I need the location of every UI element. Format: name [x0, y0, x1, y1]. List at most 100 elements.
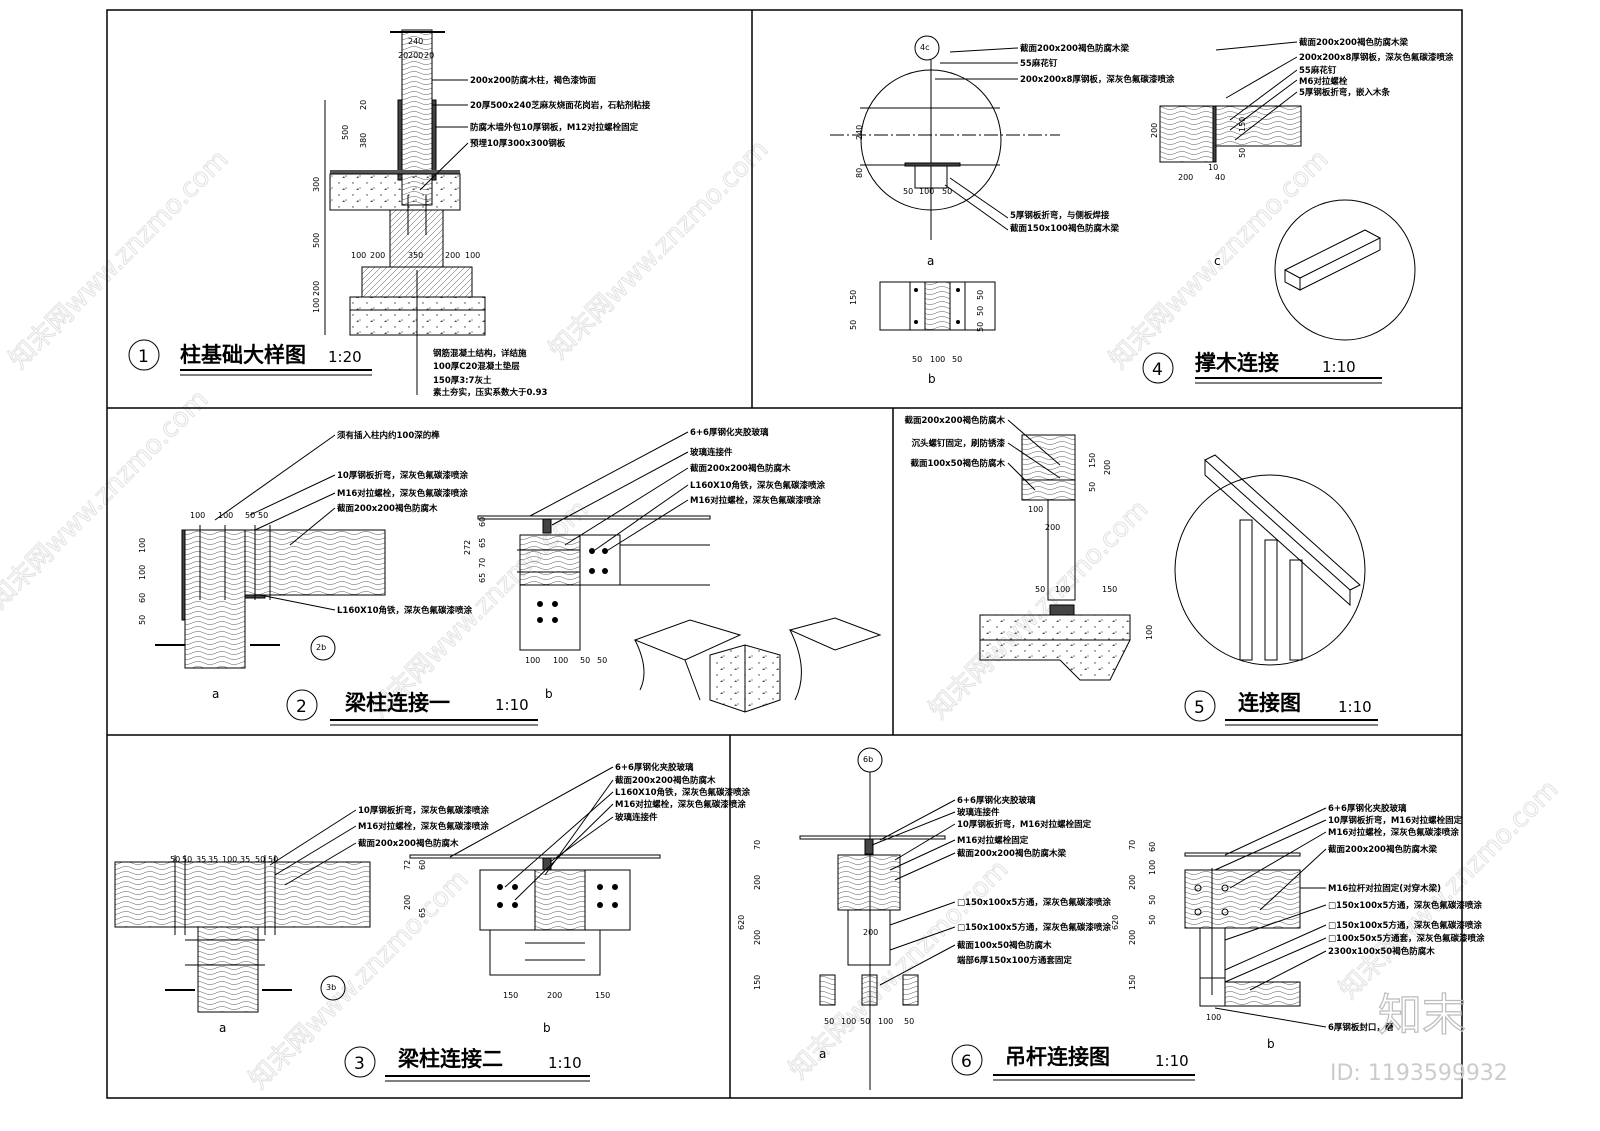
- panels-p6-dims-0: 620: [737, 915, 746, 930]
- panels-p4-dims-18: 40: [1215, 173, 1225, 182]
- panels-p6-dims-14: 100: [878, 1017, 893, 1026]
- panels-p6-labels_a-8: 端部6厚150x100方通套固定: [957, 955, 1072, 966]
- panels-p6-ref: 6b: [863, 755, 873, 764]
- panels-p4-sublabels-0: a: [927, 254, 934, 268]
- panels-p6-dims-1: 70: [1128, 840, 1137, 850]
- panels-p6-dims-3: 200: [1128, 930, 1137, 945]
- panels-p4-dims-14: 150: [1238, 117, 1247, 132]
- panels-p3-dims-1: 50: [182, 855, 192, 864]
- panels-p2-dims-7: 50: [138, 615, 147, 625]
- panels-p1-bottom_labels-3: 素土夯实，压实系数大于0.93: [433, 387, 548, 398]
- panels-p4-ref: 4c: [920, 43, 930, 52]
- sheet-frame: [106, 9, 1463, 1099]
- watermark-id: ID: 1193599932: [1330, 1061, 1508, 1086]
- watermark-diagonal: 知末网www.znzmo.com: [544, 134, 775, 365]
- panels-p4-dims-16: 200: [1178, 173, 1193, 182]
- panels-p2-dims-11: 70: [478, 558, 487, 568]
- panels-p3-dims-4: 100: [222, 855, 237, 864]
- panels-p6-dims-11: 100: [841, 1017, 856, 1026]
- panels-p3-labels_a-0: 10厚钢板折弯，深灰色氟碳漆喷涂: [358, 805, 489, 816]
- panel-3-beam-column-connection-2: 3b 10厚钢板折弯，深灰色氟碳漆喷涂 M16对拉螺栓，深灰色氟碳漆喷涂 截面2…: [114, 762, 751, 1082]
- panels-p3-dims-13: 200: [547, 991, 562, 1000]
- panels-p4-number: 4: [1152, 360, 1163, 380]
- panels-p2-labels_a-2: M16对拉螺栓，深灰色氟碳漆喷涂: [337, 488, 468, 499]
- panels-p2-dims-0: 100: [190, 511, 205, 520]
- panels-p4-dims-1: 80: [855, 168, 864, 178]
- panels-p6-dims-8: 50: [1148, 915, 1157, 925]
- panels-p3-dims-9: 60: [418, 860, 427, 870]
- panels-p4-labels_c-3: M6对拉螺栓: [1299, 76, 1348, 87]
- panels-p3-dims-2: 35: [196, 855, 206, 864]
- panels-p1-dims-9: 100: [351, 251, 366, 260]
- panel-3-title: 梁柱连接二: [397, 1047, 503, 1071]
- panels-p1-number: 1: [138, 347, 149, 367]
- panels-p3-labels_a-2: 截面200x200褐色防腐木: [358, 838, 459, 849]
- panel-6-title: 吊杆连接图: [1005, 1045, 1110, 1069]
- panels-p4-scale: 1:10: [1322, 358, 1356, 376]
- panels-p3-dims-11: 65: [418, 908, 427, 918]
- panels-p6-labels_a-5: □150x100x5方通，深灰色氟碳漆喷涂: [957, 897, 1111, 908]
- panels-p6-labels_b-9: 6厚钢板封口，磨: [1328, 1022, 1394, 1033]
- panels-p4-dims-10: 50: [976, 290, 985, 300]
- panels-p4-dims-7: 50: [912, 355, 922, 364]
- panels-p4-sublabels-1: b: [928, 372, 936, 386]
- panels-p6-dims-1: 70: [753, 840, 762, 850]
- panels-p6-labels_a-1: 玻璃连接件: [957, 807, 1000, 818]
- panels-p4-dims-8: 100: [930, 355, 945, 364]
- panels-p6-labels_b-7: □100x50x5方通套，深灰色氟碳漆喷涂: [1328, 933, 1485, 944]
- panel-4-brace-connection: 4c 240 80 50 100 50 截面200x200褐色防腐木梁 55麻花…: [830, 35, 1454, 386]
- panels-p4-dims-5: 150: [849, 290, 858, 305]
- panels-p3-dims-7: 50: [268, 855, 278, 864]
- panels-p6-dims-0: 620: [1111, 915, 1120, 930]
- panels-p1-dims-5: 380: [359, 133, 368, 148]
- panels-p1-dims-1: 20: [398, 51, 408, 60]
- panels-p2-dims-12: 65: [478, 573, 487, 583]
- panels-p6-labels_b-1: 10厚钢板折弯，M16对拉螺栓固定: [1328, 815, 1463, 826]
- panels-p6-labels_a-2: 10厚钢板折弯，M16对拉螺栓固定: [957, 819, 1092, 830]
- panels-p4-labels_a-2: 200x200x8厚钢板，深灰色氟碳漆喷涂: [1020, 74, 1175, 85]
- watermark-logo: 知末: [1378, 990, 1466, 1041]
- panels-p6-labels_a-4: 截面200x200褐色防腐木梁: [957, 848, 1066, 859]
- panels-p6-dims-3: 200: [753, 930, 762, 945]
- panels-p4-labels_c-0: 截面200x200褐色防腐木梁: [1299, 37, 1408, 48]
- panels-p6-dims-6: 100: [1148, 860, 1157, 875]
- panel-4-title: 撑木连接: [1195, 351, 1279, 375]
- panels-p2-dims-13: 100: [525, 656, 540, 665]
- panels-p6-labels_b-3: 截面200x200褐色防腐木梁: [1328, 844, 1437, 855]
- panels-p4-labels_c-2: 55麻花钉: [1299, 65, 1337, 76]
- panels-p3-dims-3: 35: [208, 855, 218, 864]
- panels-p2-dims-6: 60: [138, 593, 147, 603]
- panels-p3-dims-12: 150: [503, 991, 518, 1000]
- panels-p5-dims-11: 100: [1145, 625, 1154, 640]
- panels-p1-bottom_labels-1: 100厚C20混凝土垫层: [433, 361, 520, 372]
- panels-p4-labels_a2-0: 5厚钢板折弯，与侧板焊接: [1010, 210, 1110, 221]
- panels-p1-dims-11: 350: [408, 251, 423, 260]
- panels-p3-dims-10: 200: [403, 895, 412, 910]
- panels-p1-dims-7: 300: [312, 177, 321, 192]
- panels-p3-labels_b-2: L160X10角铁，深灰色氟碳漆喷涂: [615, 787, 751, 798]
- panels-p3-labels_b-1: 截面200x200褐色防腐木: [615, 775, 716, 786]
- panels-p6-dims-9: 200: [863, 928, 878, 937]
- panels-p4-dims-3: 100: [919, 187, 934, 196]
- panels-p1-dims-0: 240: [408, 37, 423, 46]
- panels-p2-number: 2: [296, 697, 307, 717]
- panels-p2-labels_b-4: M16对拉螺栓，深灰色氟碳漆喷涂: [690, 495, 821, 506]
- panels-p2-labels_b-3: L160X10角铁，深灰色氟碳漆喷涂: [690, 480, 826, 491]
- panels-p4-labels_c-1: 200x200x8厚钢板，深灰色氟碳漆喷涂: [1299, 52, 1454, 63]
- panels-p2-dims-2: 50: [245, 511, 255, 520]
- panels-p6-labels_b-8: 2300x100x50褐色防腐木: [1328, 946, 1435, 957]
- panels-p6-dims-2: 200: [1128, 875, 1137, 890]
- panels-p4-dims-17: 10: [1208, 163, 1218, 172]
- panels-p6-dims-5: 60: [1148, 842, 1157, 852]
- panels-p2-labels_b-0: 6+6厚钢化夹胶玻璃: [690, 427, 769, 438]
- panels-p3-dims-6: 50: [255, 855, 265, 864]
- panels-p2-dims-9: 60: [478, 517, 487, 527]
- panels-p5-dims-1: 200: [1103, 460, 1112, 475]
- panels-p6-dims-18: 100: [1206, 1013, 1221, 1022]
- panels-p3-dims-0: 50: [170, 855, 180, 864]
- panels-p2-scale: 1:10: [495, 696, 529, 714]
- panels-p2-labels_a-1: 10厚钢板折弯，深灰色氟碳漆喷涂: [337, 470, 468, 481]
- panels-p2-dims-14: 100: [553, 656, 568, 665]
- panels-p2-dims-1: 100: [218, 511, 233, 520]
- panels-p6-scale: 1:10: [1155, 1052, 1189, 1070]
